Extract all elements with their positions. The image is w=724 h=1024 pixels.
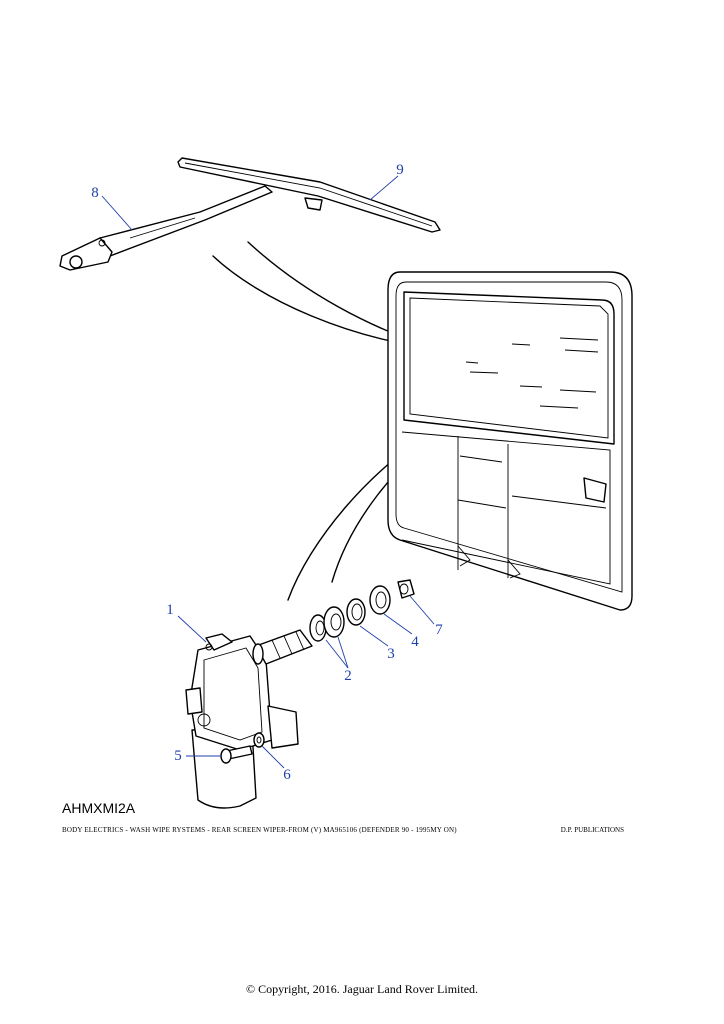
wiper-blade — [177, 157, 441, 233]
callout-6[interactable]: 6 — [283, 767, 291, 783]
publisher-label: D.P. PUBLICATIONS — [560, 826, 624, 834]
wiper-arm — [59, 185, 273, 271]
callout-2[interactable]: 2 — [344, 668, 352, 684]
callout-8[interactable]: 8 — [91, 185, 99, 201]
callout-5[interactable]: 5 — [174, 748, 182, 764]
figure-code: AHMXMI2A — [62, 800, 136, 816]
wiper-motor — [185, 629, 313, 809]
spindle-washers — [309, 579, 415, 642]
copyright-notice: © Copyright, 2016. Jaguar Land Rover Lim… — [245, 982, 479, 996]
rear-door — [387, 271, 633, 611]
callout-3[interactable]: 3 — [387, 646, 395, 662]
callout-7[interactable]: 7 — [435, 622, 443, 638]
callout-4[interactable]: 4 — [411, 634, 419, 650]
callout-9[interactable]: 9 — [396, 162, 404, 178]
diagram-caption: BODY ELECTRICS - WASH WIPE RYSTEMS - REA… — [62, 826, 457, 834]
callout-leaders — [101, 175, 435, 769]
callout-1[interactable]: 1 — [166, 602, 174, 618]
